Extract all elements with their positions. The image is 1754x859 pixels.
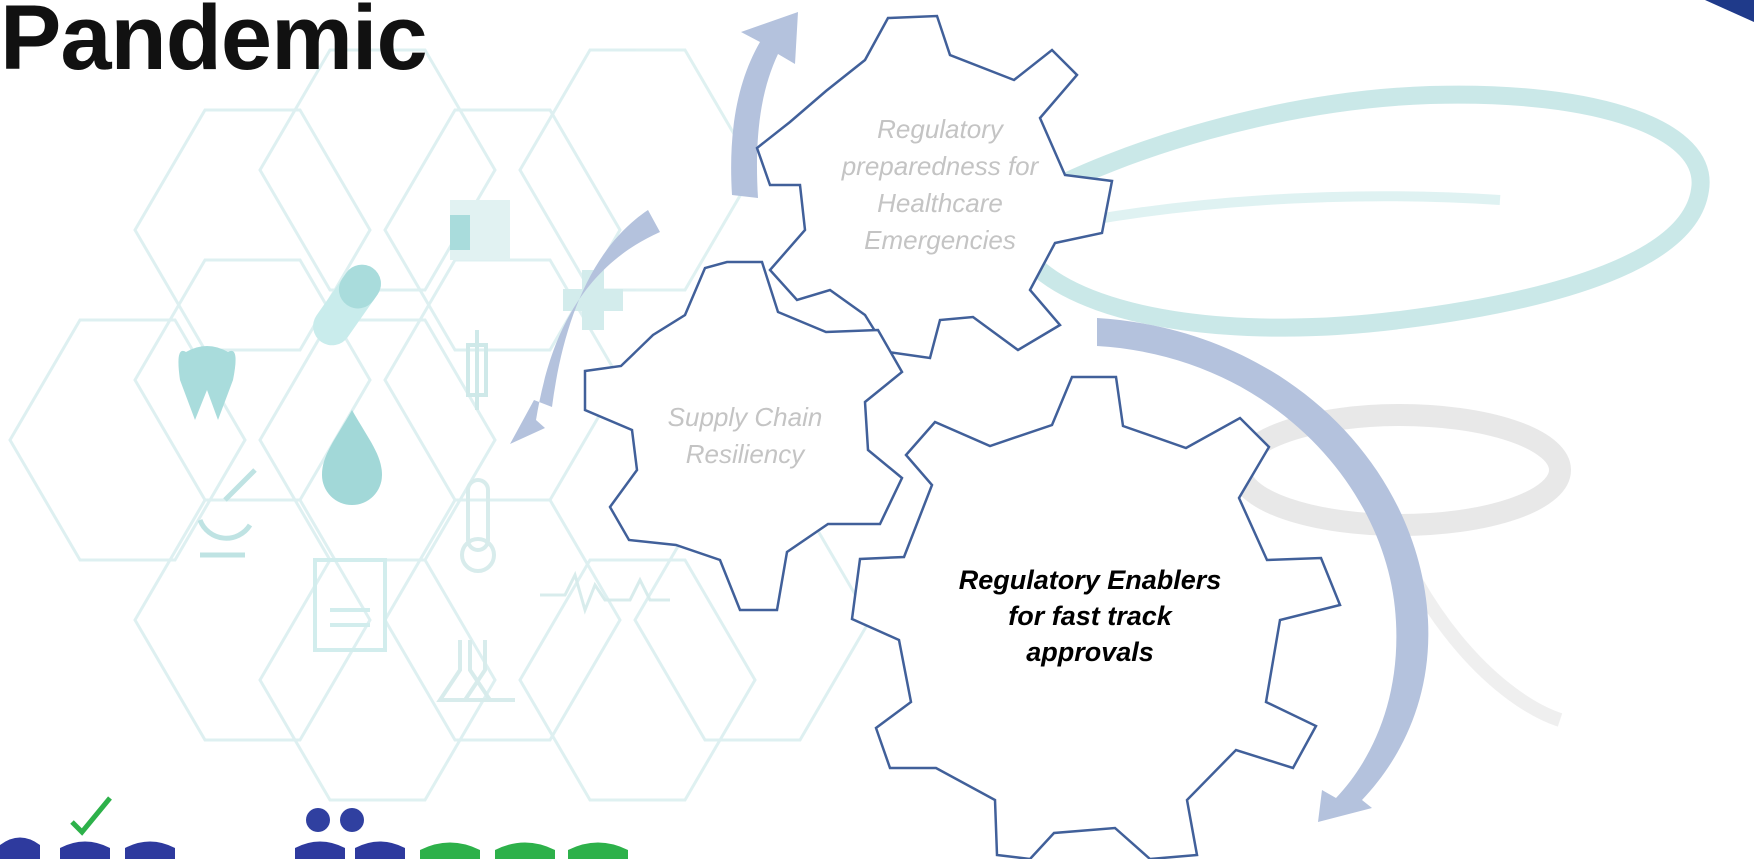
cycle-arrow-left [510, 210, 660, 444]
page-title: Pandemic [0, 0, 428, 89]
pill-icon [313, 264, 381, 346]
gear-supply-chain-resiliency [583, 260, 904, 612]
iv-bag-icon [450, 200, 510, 260]
cycle-arrow-right [1097, 318, 1429, 822]
gear-label-regulatory-preparedness: Regulatory preparedness for Healthcare E… [841, 113, 1039, 255]
flask-icon [436, 640, 515, 702]
thermometer-icon [460, 478, 496, 573]
syringe-icon [466, 330, 488, 410]
company-logo [0, 796, 628, 859]
microscope-icon [197, 468, 257, 558]
gear-regulatory-preparedness [755, 14, 1114, 360]
heartbeat-icon [540, 570, 670, 615]
clipboard-icon [313, 558, 387, 652]
cycle-arrow-top [731, 12, 798, 198]
gear-label-regulatory-enablers: Regulatory Enablers for fast track appro… [958, 565, 1222, 667]
gear-regulatory-enablers [850, 375, 1342, 859]
gear-label-supply-chain-resiliency: Supply Chain Resiliency [667, 402, 823, 469]
drop-icon [322, 410, 382, 505]
tooth-icon [178, 346, 236, 420]
corner-accent [1705, 0, 1754, 22]
